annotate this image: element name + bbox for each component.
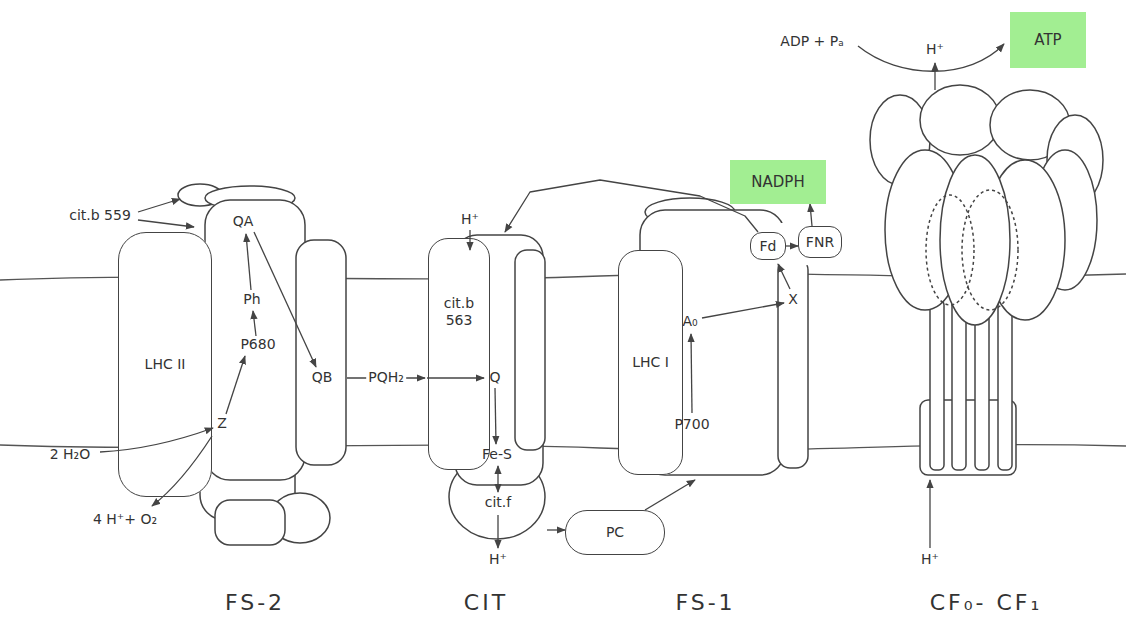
component-label: H⁺ <box>921 552 939 567</box>
atp-synthase: CF₀- CF₁ <box>870 90 1102 540</box>
pathway-arrow <box>138 220 194 227</box>
component-label: Q <box>489 370 500 385</box>
complex-name: FS-2 <box>139 590 371 615</box>
cytochrome-complex: CITcit.b 563 <box>425 232 547 570</box>
photosystem-1-shape <box>778 258 808 468</box>
pathway-arrow <box>138 199 180 212</box>
pathway-arrow <box>253 311 256 336</box>
component-label: P680 <box>240 337 275 352</box>
photosystem-2-shape <box>215 500 285 545</box>
component-label: Z <box>217 416 227 431</box>
component-label: P700 <box>674 417 709 432</box>
photosystem-2-shape <box>118 184 346 545</box>
pathway-arrow <box>469 230 470 250</box>
component-label: A₀ <box>682 314 697 329</box>
component-label: QA <box>233 214 254 229</box>
atp-synthase-shape <box>930 300 944 470</box>
fnr-enzyme: FNR <box>798 226 842 258</box>
complex-name: FS-1 <box>609 590 802 615</box>
flow-arrow <box>810 204 812 226</box>
component-label: H⁺ <box>489 552 507 567</box>
component-label: 4 H⁺+ O₂ <box>93 512 157 527</box>
pathway-arrow <box>691 334 692 413</box>
pathway-arrow <box>427 377 484 378</box>
photosystem-1-shape <box>618 198 845 475</box>
atp-synthase-shape <box>926 195 974 305</box>
component-label: cit.b 559 <box>69 208 131 223</box>
pathway-arrow <box>100 428 213 452</box>
component-label: X <box>788 292 798 307</box>
component-label: LHC II <box>145 356 186 373</box>
complex-name: CF₀- CF₁ <box>870 590 1102 615</box>
plastocyanin: PC <box>565 510 665 555</box>
atp-synthase-shape <box>870 85 1103 475</box>
component-label: PC <box>606 524 624 541</box>
flow-arrow <box>645 480 695 510</box>
pathway-arrow <box>929 480 930 548</box>
pathway-arrow <box>497 515 498 548</box>
pathway-arrow <box>100 44 1004 548</box>
atp-synthase-shape <box>920 85 1000 155</box>
photosystem-1-shape <box>745 222 845 266</box>
component-label: Fd <box>760 238 777 255</box>
pathway-arrow <box>152 436 212 506</box>
component-label: ADP + Pₐ <box>780 34 843 49</box>
component-label: H⁺ <box>924 42 946 57</box>
component-label: LHC I <box>632 354 669 371</box>
flow-arrow <box>547 529 565 530</box>
light-harvesting-complex: LHC II <box>118 232 212 497</box>
flow-arrow <box>505 180 758 232</box>
ferredoxin: Fd <box>750 232 786 260</box>
component-label: QB <box>312 370 333 385</box>
component-label: ATP <box>1034 31 1061 49</box>
component-label: H⁺ <box>461 212 479 227</box>
component-label: cit.f <box>485 495 511 510</box>
component-label: Ph <box>243 292 260 307</box>
cytochrome-complex-shape <box>428 238 490 470</box>
light-harvesting-complex: LHC I <box>618 250 683 475</box>
pathway-arrow <box>226 356 245 414</box>
component-label: cit.b 563 <box>433 295 485 329</box>
cytochrome-complex-shape <box>428 235 545 539</box>
photosystem-1-shape <box>618 250 683 475</box>
photosystem-1: FS-1LHC I <box>615 205 808 480</box>
atp-synthase-shape <box>998 300 1012 470</box>
photosystem-2-shape <box>205 200 305 480</box>
pathway-arrow <box>778 264 790 289</box>
complex-name: CIT <box>425 590 547 615</box>
product-box: ATP <box>1010 12 1086 68</box>
pathway-arrow <box>495 388 496 444</box>
atp-synthase-shape <box>952 300 966 470</box>
pathway-arrow <box>702 303 784 318</box>
photosystem-2-shape <box>296 240 346 465</box>
component-label: 2 H₂O <box>50 447 91 462</box>
atp-synthase-shape <box>962 190 1018 310</box>
component-label: FNR <box>806 234 834 251</box>
edge-label: PQH₂ <box>366 370 406 385</box>
component-label: NADPH <box>751 173 804 191</box>
pathway-arrow <box>246 234 251 290</box>
flow-arrow <box>786 245 798 246</box>
product-box: NADPH <box>730 160 826 204</box>
component-label: Fe-S <box>482 447 512 462</box>
pathway-arrow <box>497 466 498 492</box>
cytochrome-complex-shape <box>515 250 545 450</box>
cytochrome-subunit: cit.b 563 <box>428 238 490 470</box>
pathway-arrow <box>934 63 935 90</box>
